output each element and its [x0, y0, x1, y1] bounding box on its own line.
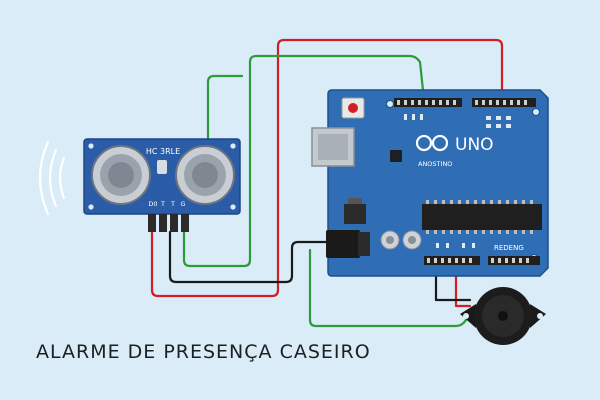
wire-red-vcc [150, 38, 504, 298]
sensor-pin-label: D0 [148, 200, 157, 208]
diagram-title: ALARME DE PRESENÇA CASEIRO [36, 341, 371, 363]
capacitors [380, 230, 422, 250]
arduino-board: UNO ANOSTINO [311, 89, 549, 277]
digital-header [394, 98, 536, 107]
transducer-left [91, 145, 151, 205]
board-brand: ANOSTINO [418, 160, 452, 168]
usb-port [311, 127, 355, 167]
wire-green-echo [182, 54, 426, 268]
wire-green-buzzer [308, 248, 476, 328]
sensor-header-pins [148, 214, 189, 232]
piezo-buzzer [460, 287, 546, 345]
wire-black-gnd [168, 230, 332, 284]
board-model: UNO [455, 135, 494, 155]
power-jack [326, 230, 370, 258]
microcontroller-chip [422, 200, 542, 234]
ultrasonic-sensor: HC 3RLE D0 T T G [83, 138, 241, 232]
sound-waves-icon [38, 140, 66, 216]
sensor-pin-label: T [160, 200, 165, 208]
power-header-label: REDENG [494, 244, 524, 252]
wire-green-trigger [206, 74, 244, 142]
usb-chip [390, 150, 402, 162]
sensor-label: HC 3RLE [146, 147, 180, 156]
power-analog-header [424, 256, 540, 265]
voltage-regulator [344, 204, 366, 224]
transducer-right [175, 145, 235, 205]
sensor-pin-label: T [170, 200, 175, 208]
arduino-logo-icon [415, 134, 449, 152]
reset-button [341, 97, 365, 119]
sensor-pin-label: G [180, 200, 185, 208]
